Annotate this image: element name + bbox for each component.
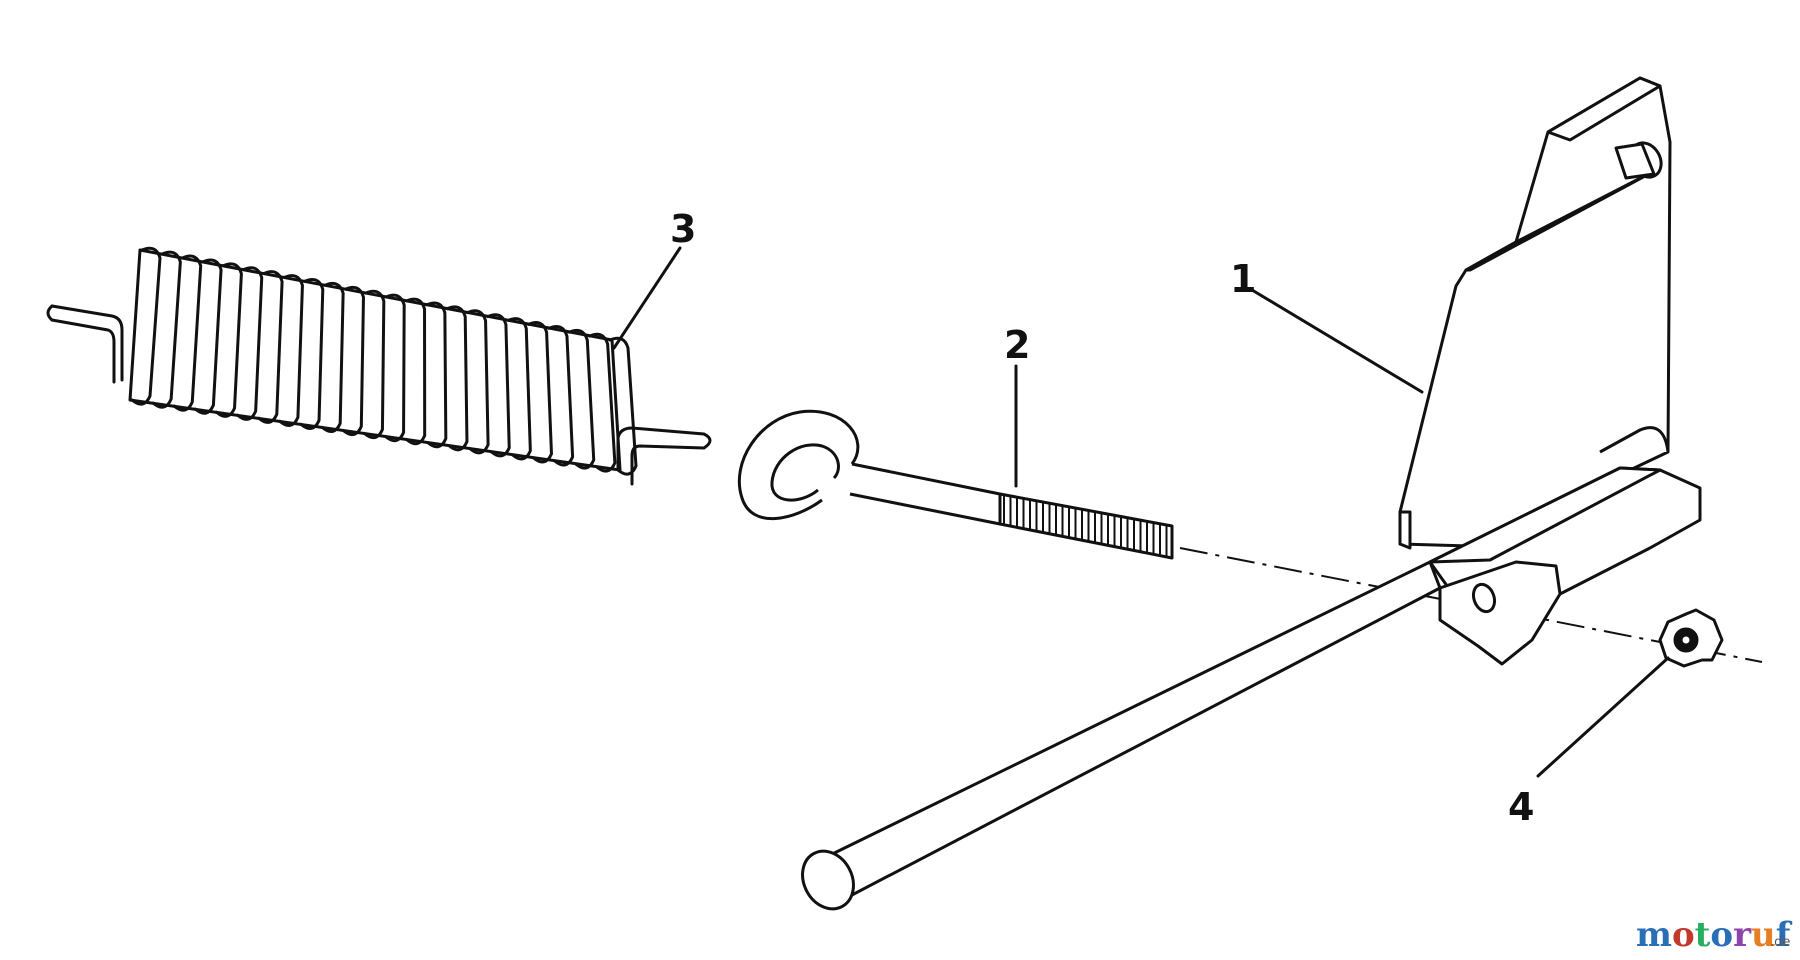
spring-coil [130, 246, 162, 406]
spring-coil [405, 297, 427, 446]
spring-coil [567, 328, 596, 470]
spring-coil [320, 281, 345, 434]
watermark-letter: t [1695, 915, 1711, 955]
spring-coil [384, 293, 406, 443]
spring-coil [506, 317, 532, 461]
watermark-letter: f [1776, 915, 1793, 955]
spring-coil [547, 325, 575, 467]
watermark-letter: m [1636, 915, 1672, 955]
spring-coil [193, 258, 223, 415]
leader-line-3 [612, 246, 682, 350]
spring-coil [527, 321, 553, 464]
callout-4: 4 [1508, 785, 1534, 829]
spring-coil [299, 278, 325, 430]
watermark-suffix: .de [1770, 935, 1790, 950]
spring-coil [362, 289, 386, 440]
eye-bolt-icon [737, 409, 1174, 560]
tension-spring-icon [46, 246, 712, 486]
spring-coil [445, 305, 469, 452]
callout-3: 3 [670, 207, 696, 251]
spring-coil [341, 285, 365, 437]
spring-coil [466, 309, 490, 455]
callout-1: 1 [1230, 257, 1256, 301]
leader-line-4 [1536, 656, 1670, 778]
watermark-letter: o [1672, 915, 1695, 955]
spring-coil [486, 313, 511, 458]
leader-line-1 [1250, 288, 1424, 394]
svg-text:motoruf: motoruf [1636, 915, 1793, 955]
spring-coil [278, 274, 304, 427]
spring-coil [425, 301, 448, 449]
watermark-letter: r [1733, 915, 1752, 955]
spring-coil [588, 332, 617, 473]
spring-coil [236, 266, 264, 421]
spring-coil [215, 262, 243, 418]
spring-coil [608, 336, 638, 476]
hex-nut-icon [1658, 608, 1724, 668]
lever-bracket-icon [801, 76, 1702, 911]
watermark-letter: o [1710, 915, 1733, 955]
spring-coil [257, 270, 284, 424]
watermark-logo: motoruf .de [1636, 915, 1793, 955]
callout-2: 2 [1004, 323, 1030, 367]
spring-coil [151, 250, 182, 409]
spring-coil [172, 254, 203, 412]
watermark-letter: u [1751, 915, 1776, 955]
